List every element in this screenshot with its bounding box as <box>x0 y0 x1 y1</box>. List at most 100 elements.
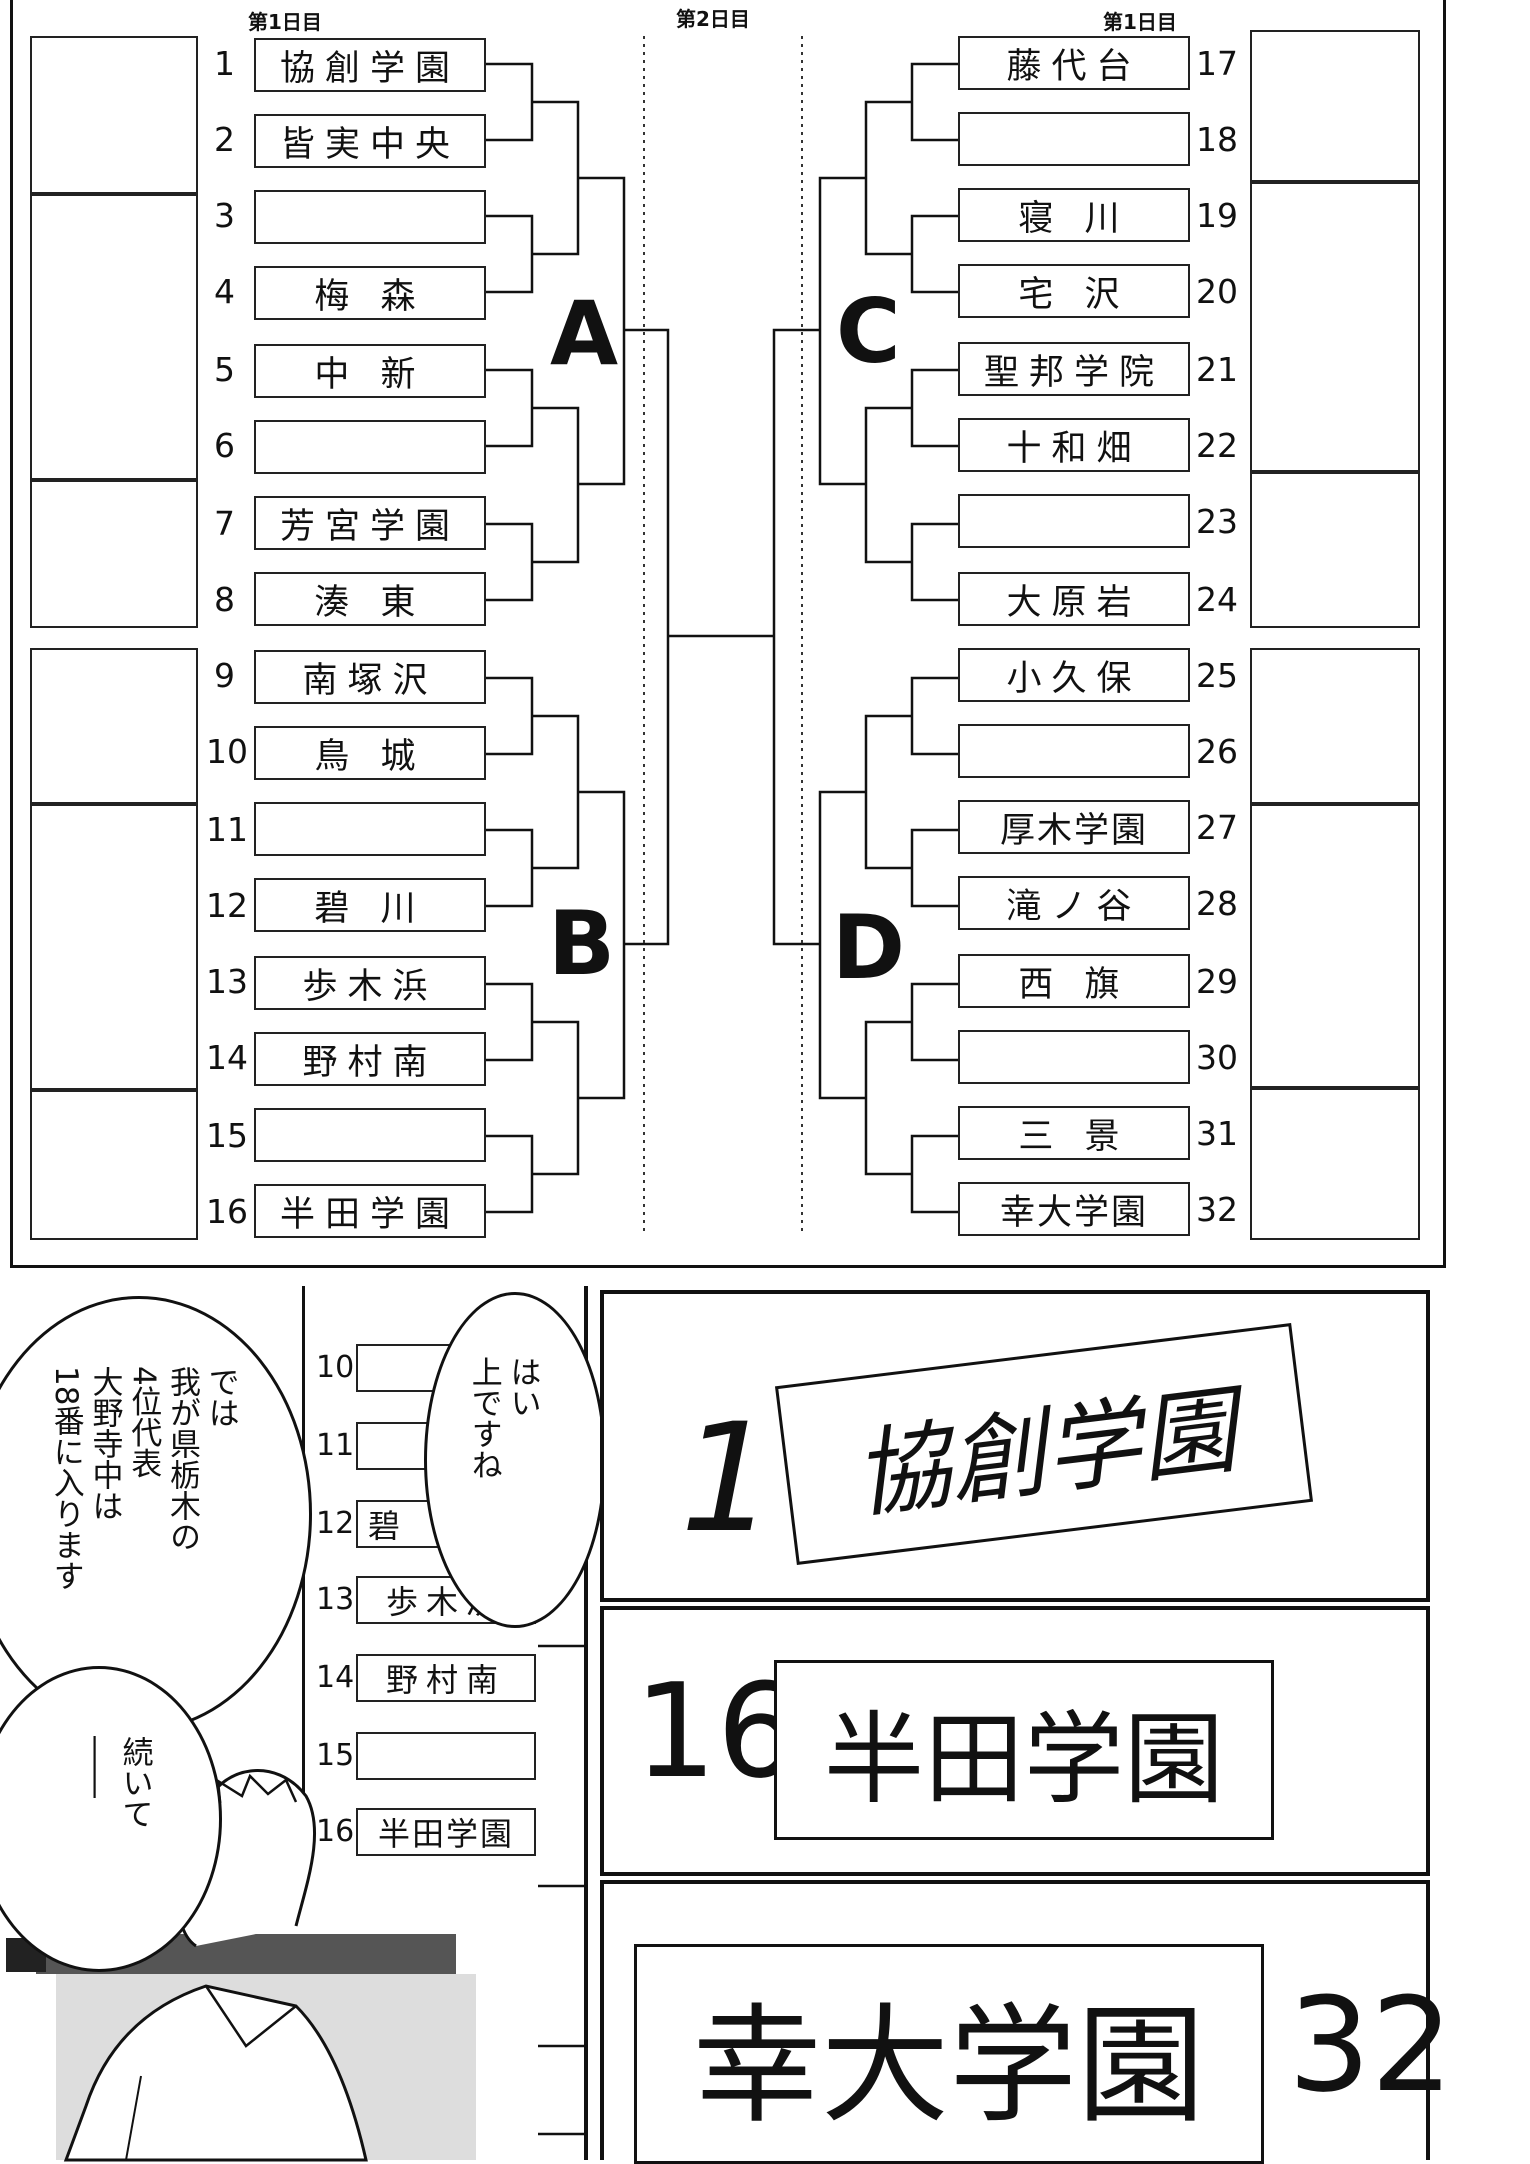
slot-number: 11 <box>206 810 248 849</box>
team-slot: 寝 川 <box>958 188 1190 242</box>
slot-number: 19 <box>1196 196 1238 235</box>
inset-slot-number: 16 <box>316 1814 355 1849</box>
slot-number: 8 <box>214 580 235 619</box>
slot-number: 30 <box>1196 1038 1238 1077</box>
slot-number: 13 <box>206 962 248 1001</box>
slot-number: 15 <box>206 1116 248 1155</box>
closeup-team-name: 幸大学園 <box>692 1991 1205 2141</box>
team-slot: 歩木浜 <box>254 956 486 1010</box>
block-label-b: B <box>548 892 616 995</box>
day-label-center: 第2日目 <box>676 7 750 31</box>
left-blank-box <box>30 194 198 480</box>
team-slot: 西 旗 <box>958 954 1190 1008</box>
team-slot: 野村南 <box>254 1032 486 1086</box>
block-label-a: A <box>550 282 619 385</box>
day-label-left: 第1日目 <box>248 10 322 34</box>
slot-number: 20 <box>1196 272 1238 311</box>
left-blank-box <box>30 804 198 1090</box>
day-label-right: 第1日目 <box>1103 10 1177 34</box>
left-blank-box <box>30 1090 198 1240</box>
slot-number: 28 <box>1196 884 1238 923</box>
team-slot: 鳥 城 <box>254 726 486 780</box>
slot-number: 25 <box>1196 656 1238 695</box>
team-slot <box>254 190 486 244</box>
slot-number: 23 <box>1196 502 1238 541</box>
left-blank-box <box>30 480 198 628</box>
slot-number: 26 <box>1196 732 1238 771</box>
right-blank-box <box>1250 1088 1420 1240</box>
team-slot: 聖邦学院 <box>958 342 1190 396</box>
inset-team-slot: 野村南 <box>356 1654 536 1702</box>
closeup-slot-number: 1 <box>680 1392 776 1566</box>
closeup-panel-3: 幸大学園 32 <box>600 1880 1453 2164</box>
team-slot: 中 新 <box>254 344 486 398</box>
inset-slot-number: 15 <box>316 1738 355 1773</box>
team-slot: 南塚沢 <box>254 650 486 704</box>
slot-number: 6 <box>214 426 235 465</box>
inset-slot-number: 12 <box>316 1506 355 1541</box>
slot-number: 32 <box>1196 1190 1238 1229</box>
right-blank-box <box>1250 472 1420 628</box>
slot-number: 31 <box>1196 1114 1238 1153</box>
bracket-panel <box>10 0 1446 1268</box>
slot-number: 14 <box>206 1038 248 1077</box>
closeup-sign: 半田学園 <box>774 1660 1274 1840</box>
scene-panel: 10 11 碧 12 歩木浜 13 野村南 14 15 半田学園 16 では 我… <box>0 1286 606 2162</box>
team-slot: 大原岩 <box>958 572 1190 626</box>
speech-bubble-announcer <box>0 1296 312 1732</box>
bracket-lines <box>486 36 958 1236</box>
team-slot <box>958 1030 1190 1084</box>
team-slot <box>254 1108 486 1162</box>
slot-number: 21 <box>1196 350 1238 389</box>
inset-team-slot: 半田学園 <box>356 1808 536 1856</box>
team-slot: 厚木学園 <box>958 800 1190 854</box>
team-slot: 三 景 <box>958 1106 1190 1160</box>
closeup-slot-number: 16 <box>634 1655 800 1807</box>
slot-number: 12 <box>206 886 248 925</box>
closeup-panel-1: 協創学園 1 <box>600 1290 1430 1602</box>
team-slot: 滝ノ谷 <box>958 876 1190 930</box>
slot-number: 10 <box>206 732 248 771</box>
closeup-slot-number: 32 <box>1288 1969 1454 2121</box>
slot-number: 3 <box>214 196 235 235</box>
slot-number: 17 <box>1196 44 1238 83</box>
block-label-c: C <box>836 280 901 383</box>
inset-slot-number: 14 <box>316 1660 355 1695</box>
team-slot: 梅 森 <box>254 266 486 320</box>
slot-number: 18 <box>1196 120 1238 159</box>
slot-number: 5 <box>214 350 235 389</box>
left-blank-box <box>30 648 198 804</box>
team-slot: 協創学園 <box>254 38 486 92</box>
left-blank-box <box>30 36 198 194</box>
right-blank-box <box>1250 30 1420 182</box>
reply-dialogue: はい 上ですね <box>465 1356 541 1480</box>
team-slot <box>958 494 1190 548</box>
slot-number: 16 <box>206 1192 248 1231</box>
team-slot: 宅 沢 <box>958 264 1190 318</box>
right-blank-box <box>1250 182 1420 472</box>
slot-number: 2 <box>214 120 235 159</box>
inset-slot-number: 11 <box>316 1428 355 1463</box>
team-slot: 半田学園 <box>254 1184 486 1238</box>
team-slot: 皆実中央 <box>254 114 486 168</box>
slot-number: 27 <box>1196 808 1238 847</box>
slot-number: 29 <box>1196 962 1238 1001</box>
team-slot: 十和畑 <box>958 418 1190 472</box>
team-slot <box>958 112 1190 166</box>
team-slot: 湊 東 <box>254 572 486 626</box>
closeup-sign: 幸大学園 <box>634 1944 1264 2164</box>
inset-slot-number: 13 <box>316 1582 355 1617</box>
block-label-d: D <box>832 896 906 999</box>
slot-number: 7 <box>214 504 235 543</box>
team-slot: 幸大学園 <box>958 1182 1190 1236</box>
closeup-sign: 協創学園 <box>774 1322 1314 1566</box>
announcer-dialogue: では 我が県栃木の 4位代表 大野寺中は 18番に入ります <box>47 1366 239 1592</box>
inset-team-slot <box>356 1732 536 1780</box>
slot-number: 4 <box>214 272 235 311</box>
team-slot: 碧 川 <box>254 878 486 932</box>
team-slot: 藤代台 <box>958 36 1190 90</box>
closeup-team-name: 協創学園 <box>847 1373 1243 1532</box>
closeup-team-name: 半田学園 <box>824 1700 1224 1818</box>
team-slot: 芳宮学園 <box>254 496 486 550</box>
